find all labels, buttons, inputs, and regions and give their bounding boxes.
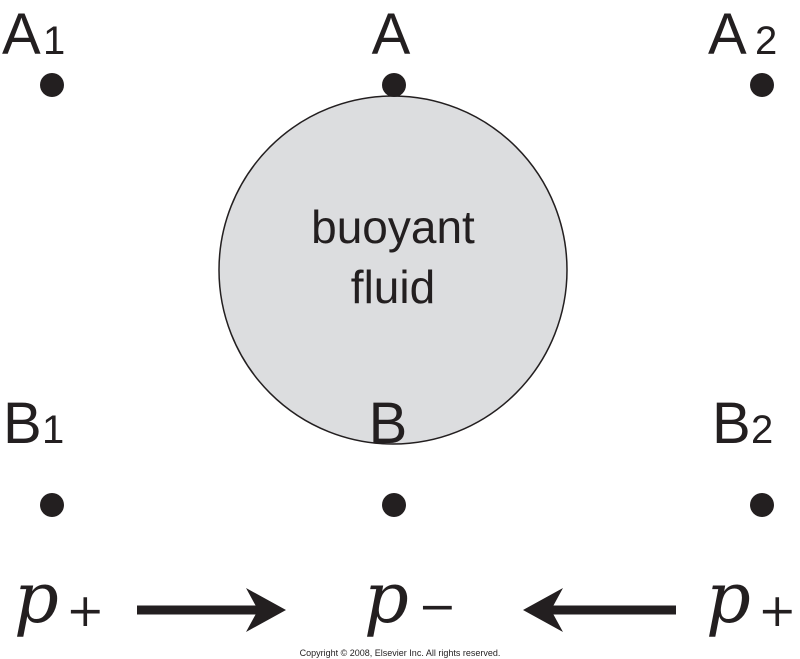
svg-text:p: p xyxy=(364,557,409,639)
label-a2: A 2 xyxy=(708,2,777,67)
svg-text:1: 1 xyxy=(43,19,65,63)
svg-text:2: 2 xyxy=(755,19,777,63)
point-b-dot xyxy=(382,493,406,517)
point-b2-dot xyxy=(750,493,774,517)
pressure-left: p + xyxy=(14,557,105,639)
point-a2-dot xyxy=(750,73,774,97)
label-a: A xyxy=(372,2,411,67)
svg-text:p: p xyxy=(14,557,59,639)
circle-label-line2: fluid xyxy=(351,261,435,313)
svg-text:p: p xyxy=(706,557,751,639)
svg-text:A: A xyxy=(372,2,411,67)
svg-text:B: B xyxy=(369,391,408,456)
svg-text:+: + xyxy=(758,583,797,637)
label-b: B xyxy=(369,391,408,456)
point-b1-dot xyxy=(40,493,64,517)
arrow-left-icon xyxy=(523,588,676,632)
svg-text:−: − xyxy=(418,579,457,633)
pressure-center: p − xyxy=(364,557,457,639)
svg-text:+: + xyxy=(66,583,105,637)
svg-text:1: 1 xyxy=(42,408,64,452)
svg-text:A: A xyxy=(708,2,747,67)
point-a-dot xyxy=(382,73,406,97)
label-b2: B 2 xyxy=(712,391,773,456)
circle-label-line1: buoyant xyxy=(311,201,475,253)
point-a1-dot xyxy=(40,73,64,97)
label-b1: B 1 xyxy=(3,391,64,456)
svg-text:2: 2 xyxy=(751,408,773,452)
copyright-notice: Copyright © 2008, Elsevier Inc. All righ… xyxy=(300,648,501,658)
pressure-right: p + xyxy=(706,557,797,639)
svg-text:A: A xyxy=(2,2,41,67)
svg-text:B: B xyxy=(3,391,42,456)
arrow-right-icon xyxy=(137,588,286,632)
svg-text:B: B xyxy=(712,391,751,456)
label-a1: A 1 xyxy=(2,2,65,67)
